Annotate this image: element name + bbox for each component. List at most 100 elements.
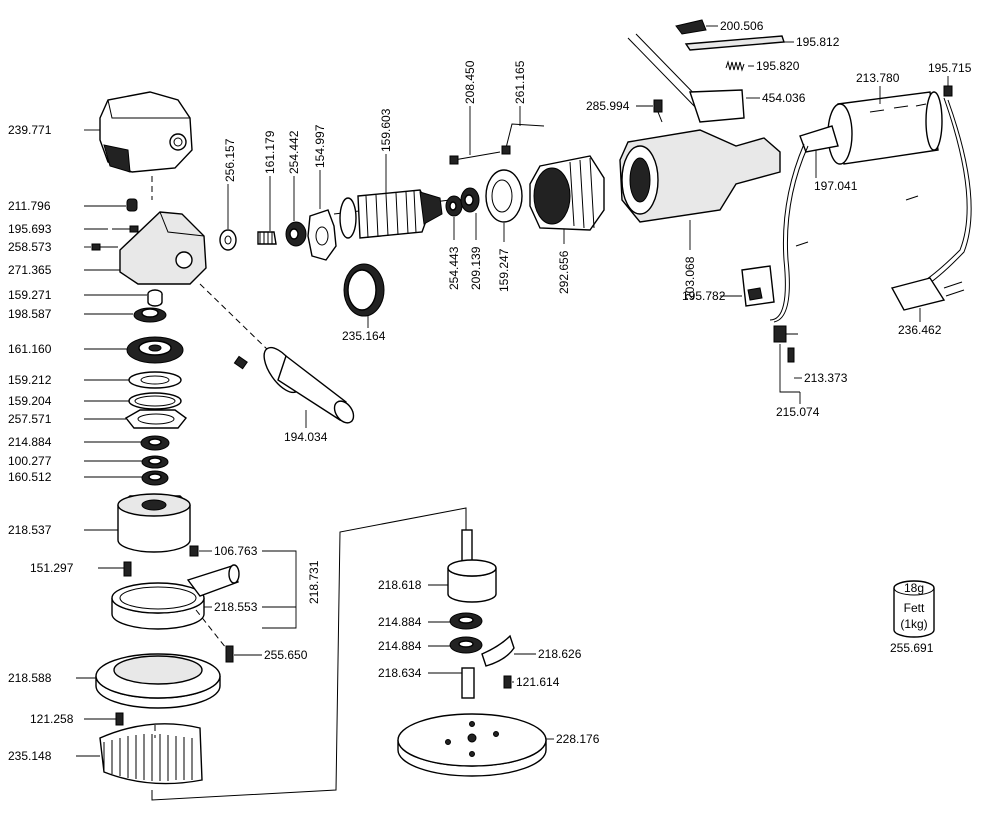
grease-amount: 18g xyxy=(904,581,924,595)
grease-name: Fett xyxy=(904,601,925,615)
power-cable xyxy=(769,97,972,323)
lever-spring xyxy=(725,60,754,72)
backing-pad xyxy=(397,713,554,777)
holder-screw xyxy=(84,712,124,726)
part-label: 121.258 xyxy=(30,712,74,726)
extraction-screw xyxy=(189,545,212,557)
part-label: 209.139 xyxy=(469,246,483,290)
switch-lever xyxy=(684,35,794,51)
part-label: 151.297 xyxy=(30,561,74,575)
eccentric-shaft xyxy=(428,529,497,603)
power-plug xyxy=(890,277,965,322)
part-label: 159.204 xyxy=(8,394,52,408)
part-label: 195.715 xyxy=(928,61,972,75)
brush-strip xyxy=(76,723,203,785)
ball-bearing-a xyxy=(428,612,483,630)
part-label: 257.571 xyxy=(8,412,52,426)
part-label: 258.573 xyxy=(8,240,52,254)
needle-bushing xyxy=(84,289,163,307)
grease-container xyxy=(893,580,935,638)
part-label: 235.148 xyxy=(8,749,52,763)
brush-ring-holder xyxy=(76,653,221,709)
switch-trigger xyxy=(675,19,718,35)
pinion-gear xyxy=(84,307,167,323)
spindle-nut xyxy=(428,667,475,699)
retaining-ring xyxy=(84,392,182,410)
part-label: 218.731 xyxy=(307,560,321,604)
part-label: 195.782 xyxy=(682,289,726,303)
fan-gear xyxy=(343,263,385,328)
armature-rotor xyxy=(333,154,451,239)
part-label: 159.271 xyxy=(8,288,52,302)
switch-cover xyxy=(627,33,760,123)
part-label: 211.796 xyxy=(8,199,51,213)
part-label: 239.771 xyxy=(8,123,52,137)
handle-axis-line xyxy=(199,283,271,353)
part-label: 159.247 xyxy=(497,248,511,292)
ball-bearing-b xyxy=(428,636,483,654)
rear-end-cap xyxy=(827,86,943,165)
part-label: 236.462 xyxy=(898,323,942,337)
screw-axis-line xyxy=(195,609,227,649)
wire-clip xyxy=(501,106,545,155)
part-label: 218.588 xyxy=(8,671,52,685)
part-label: 255.650 xyxy=(264,648,308,662)
bearing-lower xyxy=(84,470,169,486)
field-stator xyxy=(529,155,605,244)
part-label: 194.034 xyxy=(284,430,328,444)
gear-housing xyxy=(84,211,207,285)
part-labels: 239.771 211.796 195.693 258.573 271.365 … xyxy=(8,19,972,763)
gasket-plate xyxy=(84,409,188,429)
extraction-ring xyxy=(111,564,240,630)
armature-bearing-rear xyxy=(445,195,463,240)
armature-bearing-front xyxy=(285,176,307,247)
cover-screw xyxy=(84,198,138,212)
part-label: 254.443 xyxy=(447,246,461,290)
part-label: 213.780 xyxy=(856,71,900,85)
part-label: 195.812 xyxy=(796,35,840,49)
motor-housing xyxy=(619,129,781,250)
cap-screw xyxy=(943,76,953,97)
part-label: 254.442 xyxy=(287,130,301,174)
grease-pack: (1kg) xyxy=(900,617,927,631)
gear-head-cover xyxy=(84,91,193,173)
part-label: 214.884 xyxy=(8,435,52,449)
part-label: 218.618 xyxy=(378,578,422,592)
part-label: 161.179 xyxy=(263,130,277,174)
part-label: 200.506 xyxy=(720,19,764,33)
gear-housing-bolt xyxy=(84,243,118,251)
cable-strain-relief xyxy=(799,125,839,178)
thrust-washer xyxy=(84,371,182,389)
part-label: 218.553 xyxy=(214,600,258,614)
part-label: 159.603 xyxy=(379,108,393,152)
side-handle xyxy=(233,346,355,428)
part-label: 106.763 xyxy=(214,544,258,558)
part-label: 161.160 xyxy=(8,342,52,356)
armature-washer xyxy=(219,184,237,251)
part-label: 195.693 xyxy=(8,222,52,236)
part-label: 198.587 xyxy=(8,307,52,321)
bearing-flange xyxy=(307,170,337,261)
part-label: 235.164 xyxy=(342,329,386,343)
bevel-gear xyxy=(84,336,184,364)
part-label: 292.656 xyxy=(557,250,571,294)
rear-bearing xyxy=(460,187,480,240)
part-label: 214.884 xyxy=(378,639,422,653)
part-label: 121.614 xyxy=(516,675,560,689)
part-label: 255.691 xyxy=(890,641,934,655)
part-label: 215.074 xyxy=(776,405,820,419)
detail-connector-line xyxy=(151,507,467,801)
carbon-brush xyxy=(636,99,663,123)
part-label: 195.820 xyxy=(756,59,800,73)
part-label: 154.997 xyxy=(313,124,327,168)
insulating-ring xyxy=(485,169,523,242)
part-label: 285.994 xyxy=(586,99,630,113)
part-label: 261.165 xyxy=(513,60,527,104)
part-label: 214.884 xyxy=(378,615,422,629)
part-label: 271.365 xyxy=(8,263,52,277)
spacer-ring xyxy=(84,455,169,469)
brush-holder-screw xyxy=(449,106,501,165)
part-label: 256.157 xyxy=(223,138,237,182)
